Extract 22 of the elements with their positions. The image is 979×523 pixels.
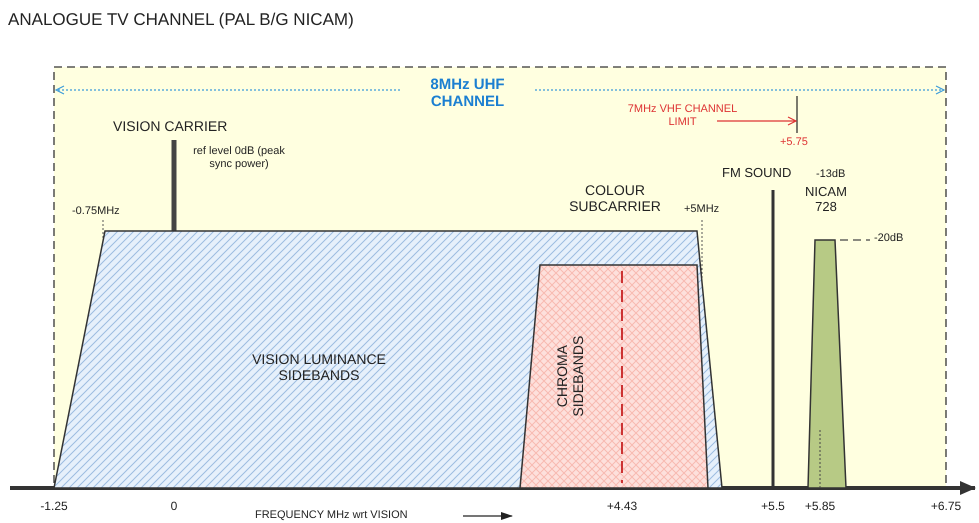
band-label: NICAM 728 xyxy=(804,185,848,215)
tick-label: +5.5 xyxy=(760,500,786,514)
frequency-label: +5MHz xyxy=(684,203,720,216)
band-label: CHROMA SIDEBANDS xyxy=(554,334,586,419)
tick-label: +5.85 xyxy=(804,500,836,514)
carrier-label: VISION CARRIER xyxy=(113,118,228,134)
axis-title: FREQUENCY MHz wrt VISION xyxy=(255,509,408,522)
band-label: VISION LUMINANCE SIDEBANDS xyxy=(251,351,387,384)
level-label: -13dB xyxy=(816,168,846,181)
frequency-label: +5.75 xyxy=(780,136,808,149)
frequency-label: -0.75MHz xyxy=(72,205,120,218)
note: ref level 0dB (peak sync power) xyxy=(192,145,286,170)
tick-label: +4.43 xyxy=(606,500,638,514)
carrier-label: COLOUR SUBCARRIER xyxy=(568,182,662,214)
dimension-label: 8MHz UHF CHANNEL xyxy=(429,76,506,110)
tick-label: -1.25 xyxy=(39,500,69,514)
carrier-label: FM SOUND xyxy=(722,166,792,181)
level-label: -20dB xyxy=(874,232,904,245)
tick-label: 0 xyxy=(170,500,178,514)
limit-label: 7MHz VHF CHANNEL LIMIT xyxy=(626,103,738,128)
title: ANALOGUE TV CHANNEL (PAL B/G NICAM) xyxy=(8,10,354,30)
tick-label: +6.75 xyxy=(930,500,962,514)
